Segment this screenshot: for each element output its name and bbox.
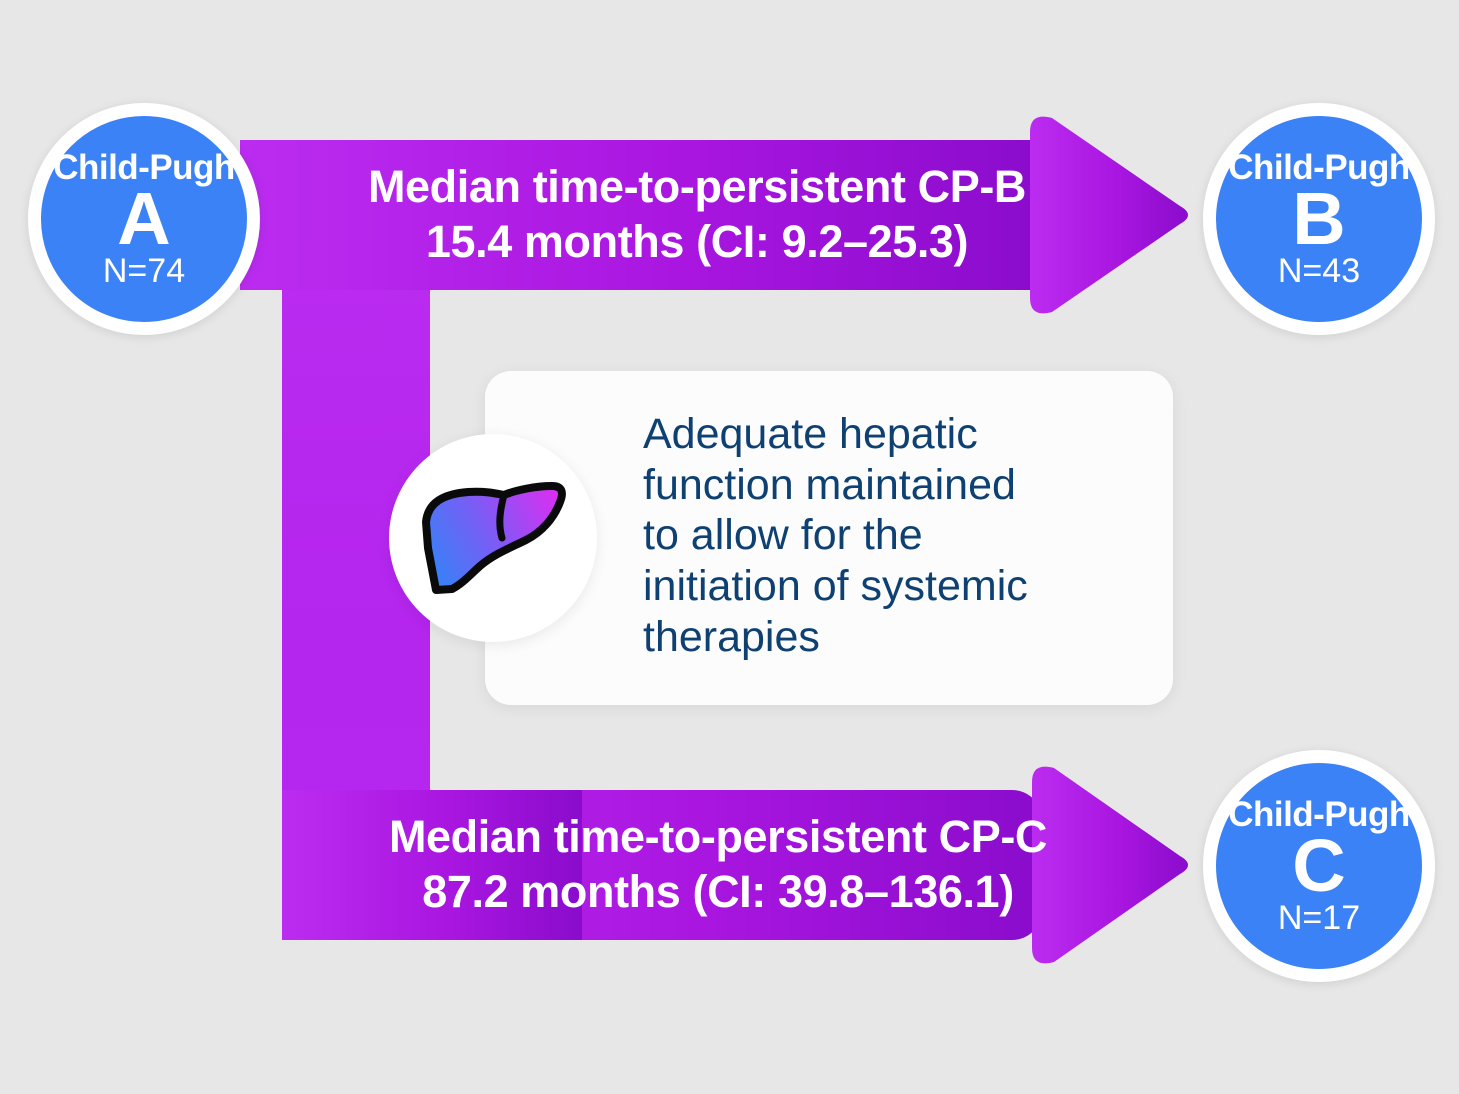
node-c-title: Child-Pugh — [1228, 794, 1410, 834]
node-b-count: N=43 — [1277, 252, 1361, 291]
node-b-grade: B — [1292, 176, 1346, 260]
node-a-title: Child-Pugh — [53, 147, 235, 187]
liver-icon — [422, 482, 566, 594]
arrow-a-to-c: Median time-to-persistent CP-C 87.2 mont… — [282, 760, 1190, 970]
node-c-grade: C — [1292, 823, 1346, 907]
liver-badge — [389, 434, 597, 642]
arrow-shape-top — [240, 116, 1188, 314]
node-c-count: N=17 — [1277, 899, 1361, 938]
node-a-grade: A — [117, 176, 171, 260]
arrow-a-to-b: Median time-to-persistent CP-B 15.4 mont… — [240, 110, 1190, 320]
info-card: Adequate hepatic function maintained to … — [485, 371, 1173, 705]
node-child-pugh-c[interactable]: Child-Pugh C N=17 — [1203, 750, 1435, 982]
node-b-title: Child-Pugh — [1228, 147, 1410, 187]
node-child-pugh-b[interactable]: Child-Pugh B N=43 — [1203, 103, 1435, 335]
node-child-pugh-a[interactable]: Child-Pugh A N=74 — [28, 103, 260, 335]
node-a-count: N=74 — [102, 252, 186, 291]
arrow-shape-bottom — [282, 766, 1188, 964]
info-card-text: Adequate hepatic function maintained to … — [643, 410, 1028, 661]
